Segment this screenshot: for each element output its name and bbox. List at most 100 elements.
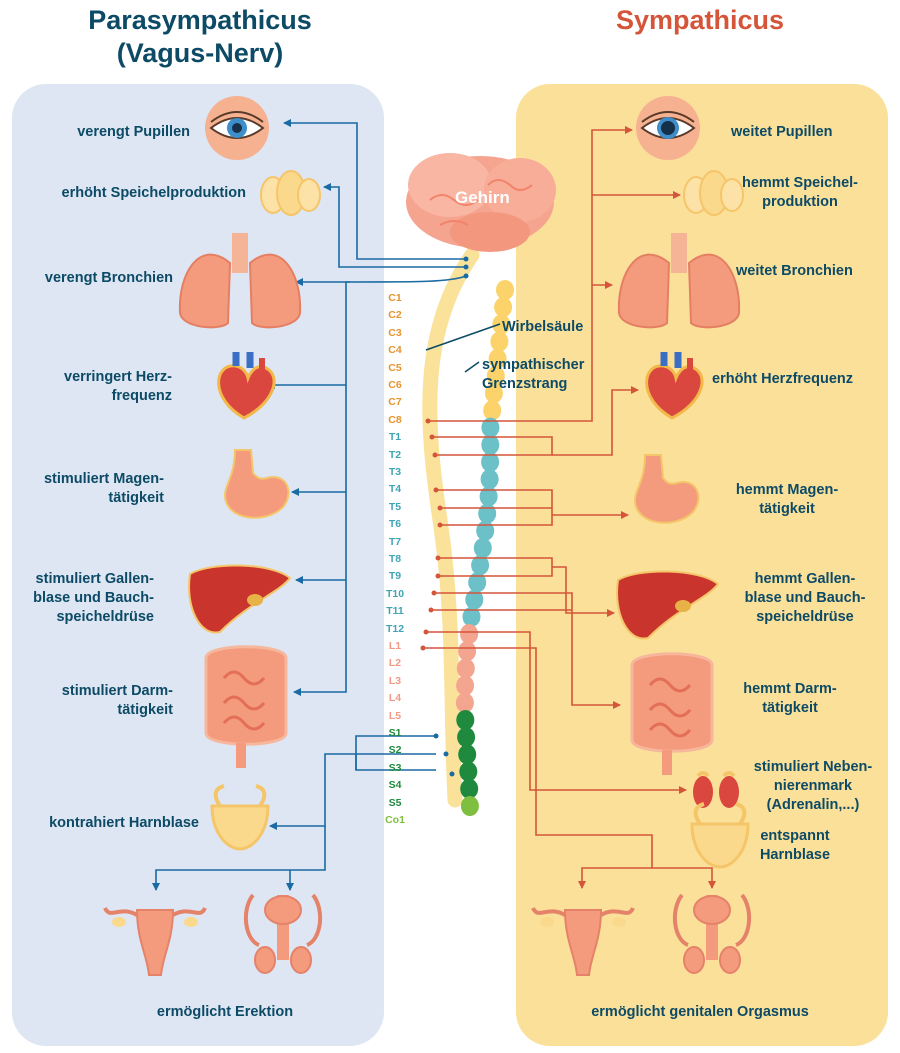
sym-label-liver: hemmt Gallen- blase und Bauch- speicheld… <box>744 571 866 625</box>
segment-label-t5: T5 <box>388 500 402 513</box>
trunk-ganglion <box>480 469 499 490</box>
trunk-ganglion <box>481 417 500 438</box>
segment-label-c5: C5 <box>388 361 402 374</box>
segment-label-l2: L2 <box>388 657 402 670</box>
trunk-ganglion <box>483 400 502 421</box>
parasympathetic-nerves <box>152 119 467 891</box>
segment-label-t6: T6 <box>388 518 402 531</box>
intestine-icon <box>204 645 288 768</box>
segment-label-t1: T1 <box>388 431 402 444</box>
adrenal-kidney-icon <box>693 771 739 808</box>
trunk-ganglion <box>486 366 505 386</box>
segment-label-t9: T9 <box>388 570 402 583</box>
sympathetic-nerves <box>423 126 716 889</box>
parasympathetic-panel <box>12 84 384 1046</box>
salivary-gland-icon <box>260 170 321 216</box>
trunk-ganglion <box>460 624 479 644</box>
trunk-ganglion <box>496 280 514 300</box>
segment-label-s3: S3 <box>388 761 402 774</box>
male-reproductive-icon <box>672 893 752 974</box>
trunk-ganglion <box>458 641 477 662</box>
eye-icon <box>205 96 269 160</box>
sym-label-orgasm: ermöglicht genitalen Orgasmus <box>591 1004 809 1020</box>
para-label-bronchi: verengt Bronchien <box>44 270 173 286</box>
para-label-stomach: stimuliert Magen- tätigkeit <box>43 471 164 506</box>
segment-label-t4: T4 <box>388 483 402 496</box>
trunk-ganglion <box>468 572 487 593</box>
trunk-ganglion <box>471 555 490 576</box>
female-reproductive-icon <box>531 906 635 976</box>
sym-label-bladder: entspannt Harnblase <box>759 828 831 863</box>
sympathetic-title: Sympathicus <box>615 5 785 35</box>
brain-icon <box>406 153 556 252</box>
segment-label-l4: L4 <box>388 692 402 705</box>
trunk-ganglion <box>455 692 474 713</box>
segment-label-c7: C7 <box>388 396 402 409</box>
male-reproductive-icon <box>243 893 323 974</box>
para-label-liver: stimuliert Gallen- blase und Bauch- spei… <box>33 571 154 625</box>
segment-label-l1: L1 <box>388 640 402 652</box>
trunk-ganglion <box>458 744 477 765</box>
para-label-pupils: verengt Pupillen <box>77 124 190 140</box>
trunk-ganglion <box>460 778 479 799</box>
lungs-icon <box>178 233 302 329</box>
segment-label-t11: T11 <box>386 605 404 618</box>
trunk-ganglion <box>494 297 513 318</box>
stomach-icon <box>223 449 290 519</box>
trunk-ganglion <box>462 606 481 627</box>
segment-label-c4: C4 <box>388 344 402 357</box>
trunk-ganglion <box>492 314 511 335</box>
segment-label-s2: S2 <box>388 744 402 757</box>
sym-label-stomach: hemmt Magen- tätigkeit <box>735 482 839 517</box>
para-label-bladder: kontrahiert Harnblase <box>49 815 199 831</box>
trunk-ganglion <box>481 452 500 472</box>
segment-label-c6: C6 <box>388 379 402 391</box>
bladder-icon <box>690 802 750 869</box>
segment-label-c2: C2 <box>388 309 402 322</box>
trunk-ganglion <box>488 348 507 369</box>
trunk-ganglion <box>481 434 500 455</box>
intestine-icon <box>630 652 714 775</box>
salivary-gland-icon <box>683 170 744 216</box>
segment-label-c3: C3 <box>388 326 402 339</box>
trunk-ganglion <box>476 520 495 541</box>
brain-label: Gehirn <box>455 188 510 207</box>
sym-label-pupils: weitet Pupillen <box>731 124 833 140</box>
sym-label-saliva: hemmt Speichel- produktion <box>741 175 859 210</box>
heart-icon <box>217 352 276 420</box>
segment-label-t10: T10 <box>385 587 405 600</box>
sym-label-bronchi: weitet Bronchien <box>736 263 853 279</box>
trunk-ganglion <box>456 710 475 730</box>
sym-label-heart: erhöht Herzfrequenz <box>712 371 853 387</box>
para-label-heart: verringert Herz- frequenz <box>64 369 172 404</box>
segment-label-l3: L3 <box>388 674 402 687</box>
segment-label-t7: T7 <box>388 535 402 548</box>
para-label-intestine: stimuliert Darm- tätigkeit <box>61 683 173 718</box>
segment-label-t8: T8 <box>388 553 402 565</box>
segment-label-t3: T3 <box>388 466 402 478</box>
sym-label-intestine: hemmt Darm- tätigkeit <box>743 681 837 716</box>
sympathetic-trunk-label: sympathischer Grenzstrang <box>482 357 585 392</box>
trunk-ganglion <box>490 331 509 352</box>
liver-icon <box>616 570 720 640</box>
trunk-ganglion <box>465 589 484 610</box>
trunk-ganglion <box>484 383 503 404</box>
female-reproductive-icon <box>103 906 207 976</box>
segment-label-s4: S4 <box>388 779 402 792</box>
para-label-erection: ermöglicht Erektion <box>156 1004 294 1020</box>
segment-label-l5: L5 <box>388 709 402 722</box>
trunk-ganglion <box>456 675 475 696</box>
spinal-cord <box>422 247 480 808</box>
para-label-saliva: erhöht Speichelproduktion <box>61 185 246 201</box>
heart-icon <box>645 352 704 420</box>
spine-label: Wirbelsäule <box>502 319 584 335</box>
trunk-ganglion <box>473 538 492 558</box>
segment-label-t12: T12 <box>385 622 405 635</box>
trunk-ganglion <box>479 486 498 507</box>
eye-icon <box>636 96 700 160</box>
segment-label-t2: T2 <box>388 448 402 461</box>
parasympathetic-title: Parasympathicus (Vagus-Nerv) <box>88 5 312 68</box>
trunk-ganglion <box>478 503 497 524</box>
trunk-ganglion <box>460 796 479 816</box>
